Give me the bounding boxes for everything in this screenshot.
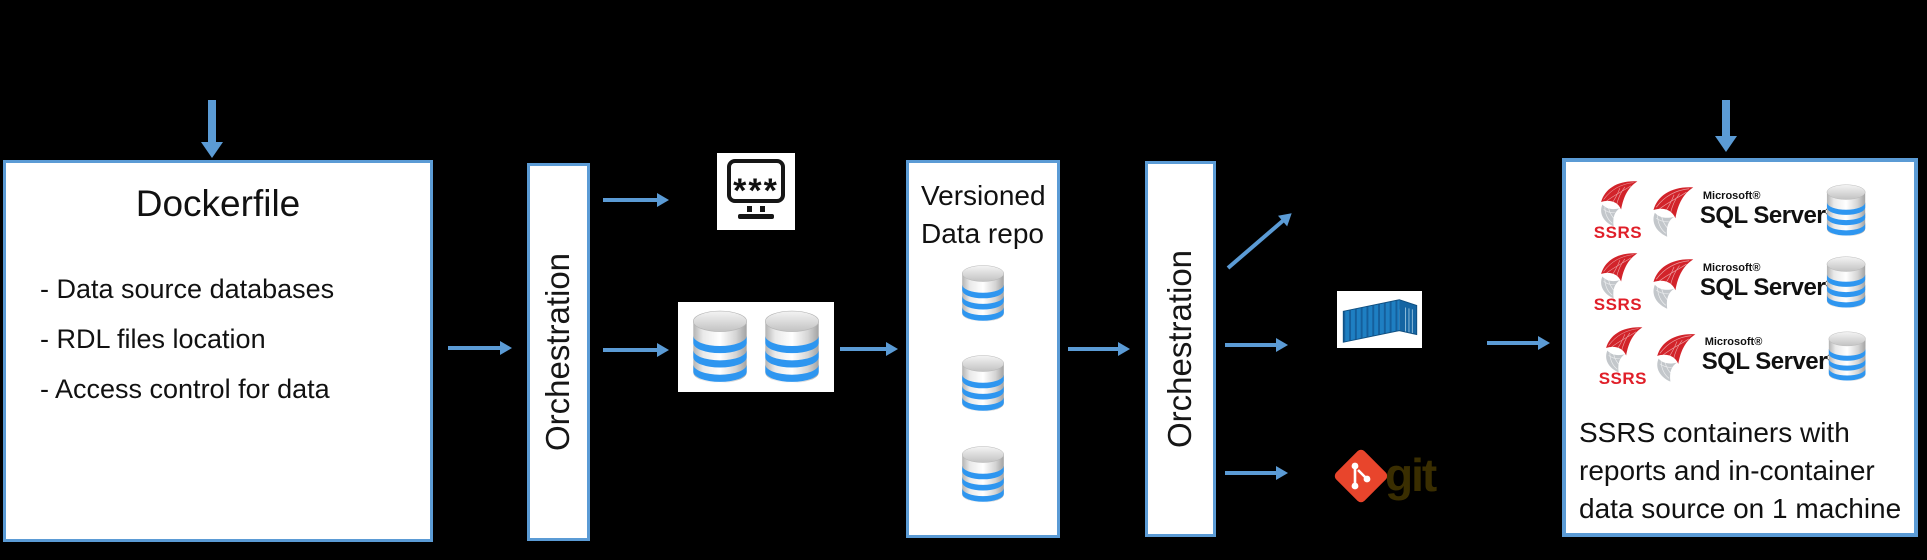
dockerfile-item: - RDL files location	[40, 324, 266, 354]
ssrs-row: SSRS Microsoft® SQL Server®	[1566, 248, 1914, 316]
database-pair-icon	[678, 302, 834, 392]
down-arrow-icon	[201, 100, 223, 158]
arrow-dockerfile-to-orchestration1	[448, 341, 512, 355]
arrow-container-to-ssrs-box	[1487, 336, 1550, 350]
git-icon: git	[1332, 446, 1449, 508]
database-icon	[959, 263, 1007, 324]
orchestration-box-left: Orchestration	[527, 163, 590, 541]
ssrs-logo-icon: SSRS	[1598, 323, 1648, 389]
database-icon	[760, 308, 824, 386]
sql-server-wing-icon	[1652, 328, 1698, 384]
microsoft-label: Microsoft®	[1704, 336, 1763, 348]
microsoft-label: Microsoft®	[1702, 262, 1761, 274]
caption-line: SSRS containers with	[1579, 417, 1850, 448]
dockerfile-list: - Data source databases - RDL files loca…	[6, 275, 430, 425]
shipping-container-icon	[1337, 291, 1422, 348]
dockerfile-box: Dockerfile - Data source databases - RDL…	[3, 160, 433, 542]
versioned-title-line1: Versioned	[921, 180, 1046, 211]
arrow-orchestration2-to-container	[1225, 338, 1288, 352]
caption-line: reports and in-container	[1579, 455, 1875, 486]
versioned-data-repo-box: Versioned Data repo	[906, 160, 1060, 538]
ssrs-label: SSRS	[1598, 369, 1647, 388]
ssrs-logo-icon: SSRS	[1592, 177, 1644, 243]
ssrs-row: SSRS Microsoft® SQL Server®	[1566, 322, 1914, 390]
ssrs-label: SSRS	[1593, 223, 1643, 242]
microsoft-label: Microsoft®	[1702, 190, 1761, 202]
monitor-stand	[747, 206, 765, 212]
monitor-screen: ***	[727, 159, 785, 203]
sql-server-wordmark: Microsoft® SQL Server®	[1699, 190, 1833, 230]
caption-line: data source on 1 machine	[1579, 493, 1902, 524]
ssrs-containers-box: SSRS Microsoft® SQL Server® SSRS Microso…	[1562, 158, 1918, 537]
ssrs-box-caption: SSRS containers with reports and in-cont…	[1579, 414, 1901, 528]
ssrs-row: SSRS Microsoft® SQL Server®	[1566, 176, 1914, 244]
database-icon	[1826, 327, 1868, 386]
container-graphic	[1342, 298, 1417, 343]
arrow-orchestration2-to-git	[1225, 466, 1288, 480]
arrow-orchestration1-to-password	[603, 193, 669, 207]
database-icon	[1824, 181, 1868, 240]
arrow-orchestration2-up-right	[1223, 207, 1297, 273]
versioned-title-line2: Data repo	[921, 218, 1044, 249]
git-wordmark: git	[1385, 449, 1437, 501]
sql-server-label: SQL Server®	[1699, 202, 1833, 229]
dockerfile-title: Dockerfile	[135, 183, 301, 224]
git-branch-glyph	[1351, 462, 1371, 490]
sql-server-label: SQL Server®	[1701, 348, 1835, 375]
sql-server-wordmark: Microsoft® SQL Server®	[1699, 262, 1833, 302]
sql-server-wordmark: Microsoft® SQL Server®	[1701, 336, 1835, 376]
dockerfile-item: - Access control for data	[40, 374, 330, 404]
database-icon	[688, 308, 752, 386]
monitor-base	[738, 214, 774, 219]
down-arrow-icon	[1715, 100, 1737, 152]
orchestration-right-label: Orchestration	[1161, 249, 1199, 449]
database-icon	[959, 353, 1007, 414]
orchestration-left-label: Orchestration	[539, 252, 577, 452]
sql-server-wing-icon	[1648, 254, 1696, 310]
database-icon	[1824, 253, 1868, 312]
ssrs-label: SSRS	[1593, 295, 1643, 314]
dockerfile-item: - Data source databases	[40, 274, 335, 304]
sql-server-label: SQL Server®	[1699, 274, 1833, 301]
versioned-repo-title: Versioned Data repo	[909, 163, 1057, 253]
database-icon	[959, 444, 1007, 505]
arrow-orchestration1-to-databases	[603, 343, 669, 357]
orchestration-box-right: Orchestration	[1145, 161, 1216, 537]
arrow-databases-to-versioned-repo	[840, 342, 898, 356]
password-monitor-icon: ***	[717, 153, 795, 230]
sql-server-wing-icon	[1648, 182, 1696, 238]
password-stars: ***	[733, 171, 779, 203]
arrow-versioned-repo-to-orchestration2	[1068, 342, 1130, 356]
ssrs-logo-icon: SSRS	[1592, 249, 1644, 315]
